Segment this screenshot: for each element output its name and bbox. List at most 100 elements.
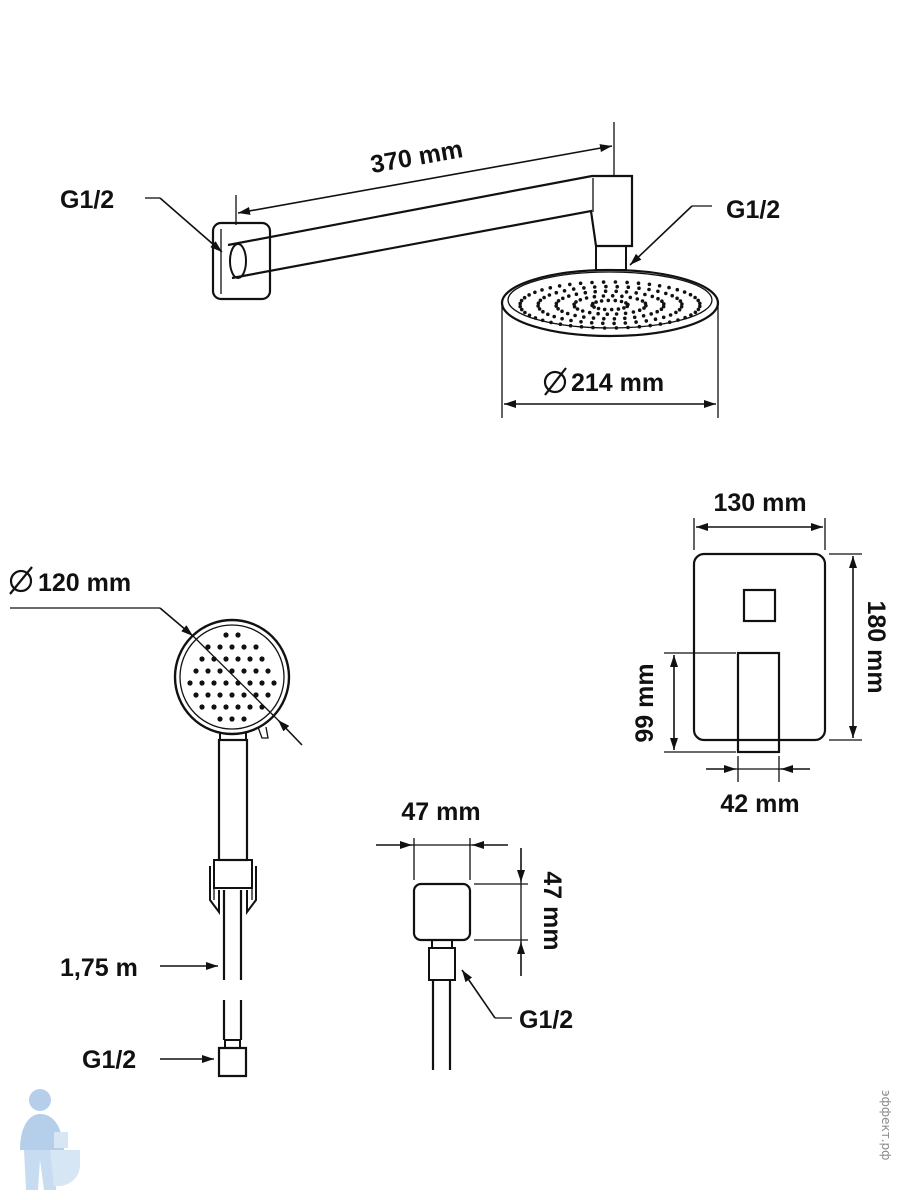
plate-height-label: 180 mm xyxy=(862,600,890,693)
nozzle-dot xyxy=(573,313,577,318)
nozzle-dot xyxy=(259,680,265,686)
nozzle-dot xyxy=(533,316,538,320)
nozzle-dot xyxy=(575,307,580,311)
nozzle-dot xyxy=(533,290,537,295)
nozzle-dot xyxy=(623,311,628,316)
nozzle-dot xyxy=(205,692,211,698)
nozzle-dot xyxy=(606,298,611,303)
nozzle-dot xyxy=(623,321,628,325)
nozzle-dot xyxy=(223,656,229,662)
nozzle-dot xyxy=(582,286,586,290)
hand-shower-diameter-label: 120 mm xyxy=(38,569,131,597)
nozzle-dot xyxy=(565,311,570,316)
nozzle-dot xyxy=(223,632,229,638)
nozzle-dot xyxy=(578,298,583,302)
nozzle-dot xyxy=(568,282,572,287)
nozzle-dot xyxy=(674,310,678,315)
nozzle-dot xyxy=(582,315,586,319)
nozzle-dot xyxy=(549,320,553,325)
nozzle-dot xyxy=(664,291,668,296)
nozzle-dot xyxy=(247,704,253,710)
nozzle-dot xyxy=(616,307,621,311)
nozzle-dot xyxy=(609,307,614,312)
nozzle-dot xyxy=(241,644,247,650)
nozzle-dot xyxy=(229,668,235,674)
nozzle-dot xyxy=(235,632,241,638)
nozzle-dot xyxy=(187,680,193,686)
nozzle-dot xyxy=(217,668,223,674)
nozzle-dot xyxy=(656,296,660,301)
nozzle-dot xyxy=(680,302,684,306)
nozzle-dot xyxy=(602,316,606,321)
nozzle-dot xyxy=(596,311,600,316)
wall-outlet: 47 mm 47 mm G1/2 xyxy=(376,798,573,1070)
nozzle-dot xyxy=(527,293,531,297)
outlet-height-label: 47 mm xyxy=(538,871,566,950)
nozzle-dot xyxy=(591,325,595,330)
nozzle-dot xyxy=(593,289,597,294)
nozzle-dot xyxy=(590,280,594,285)
nozzle-dot xyxy=(571,287,576,291)
nozzle-dot xyxy=(253,644,259,650)
nozzle-dot xyxy=(614,312,619,316)
nozzle-dot xyxy=(561,296,565,301)
rain-head-nozzles xyxy=(518,280,702,330)
nozzle-dot xyxy=(643,292,647,297)
mixer-lever xyxy=(736,651,781,754)
nozzle-dot xyxy=(658,322,663,326)
nozzle-dot xyxy=(229,716,235,722)
nozzle-dot xyxy=(676,318,680,322)
nozzle-dot xyxy=(668,313,673,317)
nozzle-dot xyxy=(601,321,605,326)
nozzle-dot xyxy=(636,281,641,286)
nozzle-dot xyxy=(601,294,606,298)
outlet-width-label: 47 mm xyxy=(401,798,480,826)
nozzle-dot xyxy=(560,309,564,314)
rain-head-diameter-label: 214 mm xyxy=(571,369,664,397)
nozzle-dot xyxy=(554,290,559,295)
nozzle-dot xyxy=(596,306,601,311)
nozzle-dot xyxy=(696,298,700,303)
nozzle-dot xyxy=(591,316,596,320)
nozzle-dot xyxy=(612,317,617,321)
diameter-icon xyxy=(543,367,567,396)
nozzle-dot xyxy=(604,284,608,289)
nozzle-dot xyxy=(572,302,576,307)
nozzle-dot xyxy=(612,321,616,326)
nozzle-dot xyxy=(626,302,630,307)
nozzle-dot xyxy=(656,289,660,294)
nozzle-dot xyxy=(614,289,618,294)
nozzle-dot xyxy=(634,291,638,295)
nozzle-dot xyxy=(217,692,223,698)
nozzle-dot xyxy=(613,298,618,303)
nozzle-dot xyxy=(223,680,229,686)
arm-head-thread-callout: G1/2 xyxy=(629,196,780,266)
nozzle-dot xyxy=(574,300,578,304)
plumber-logo xyxy=(20,1089,80,1190)
nozzle-dot xyxy=(614,326,619,330)
nozzle-dot xyxy=(527,313,532,318)
nozzle-dot xyxy=(587,310,592,315)
nozzle-dot xyxy=(644,303,648,308)
nozzle-dot xyxy=(657,284,662,288)
nozzle-dot xyxy=(241,716,247,722)
nozzle-dot xyxy=(688,292,693,297)
nozzle-dot xyxy=(554,304,558,308)
nozzle-dot xyxy=(679,305,684,309)
nozzle-dot xyxy=(211,680,217,686)
nozzle-dot xyxy=(628,295,633,300)
nozzle-dot xyxy=(552,314,556,319)
nozzle-dot xyxy=(265,692,271,698)
watermark-text: эффект.рф xyxy=(879,1090,893,1160)
hand-shower xyxy=(173,618,291,1078)
nozzle-dot xyxy=(689,313,693,317)
diverter-button xyxy=(742,588,777,623)
nozzle-dot xyxy=(642,306,646,310)
nozzle-dot xyxy=(653,317,658,322)
nozzle-dot xyxy=(605,312,610,317)
nozzle-dot xyxy=(518,304,522,309)
nozzle-dot xyxy=(223,704,229,710)
wall-flange xyxy=(211,221,272,301)
nozzle-dot xyxy=(271,680,277,686)
nozzle-dot xyxy=(601,280,606,284)
